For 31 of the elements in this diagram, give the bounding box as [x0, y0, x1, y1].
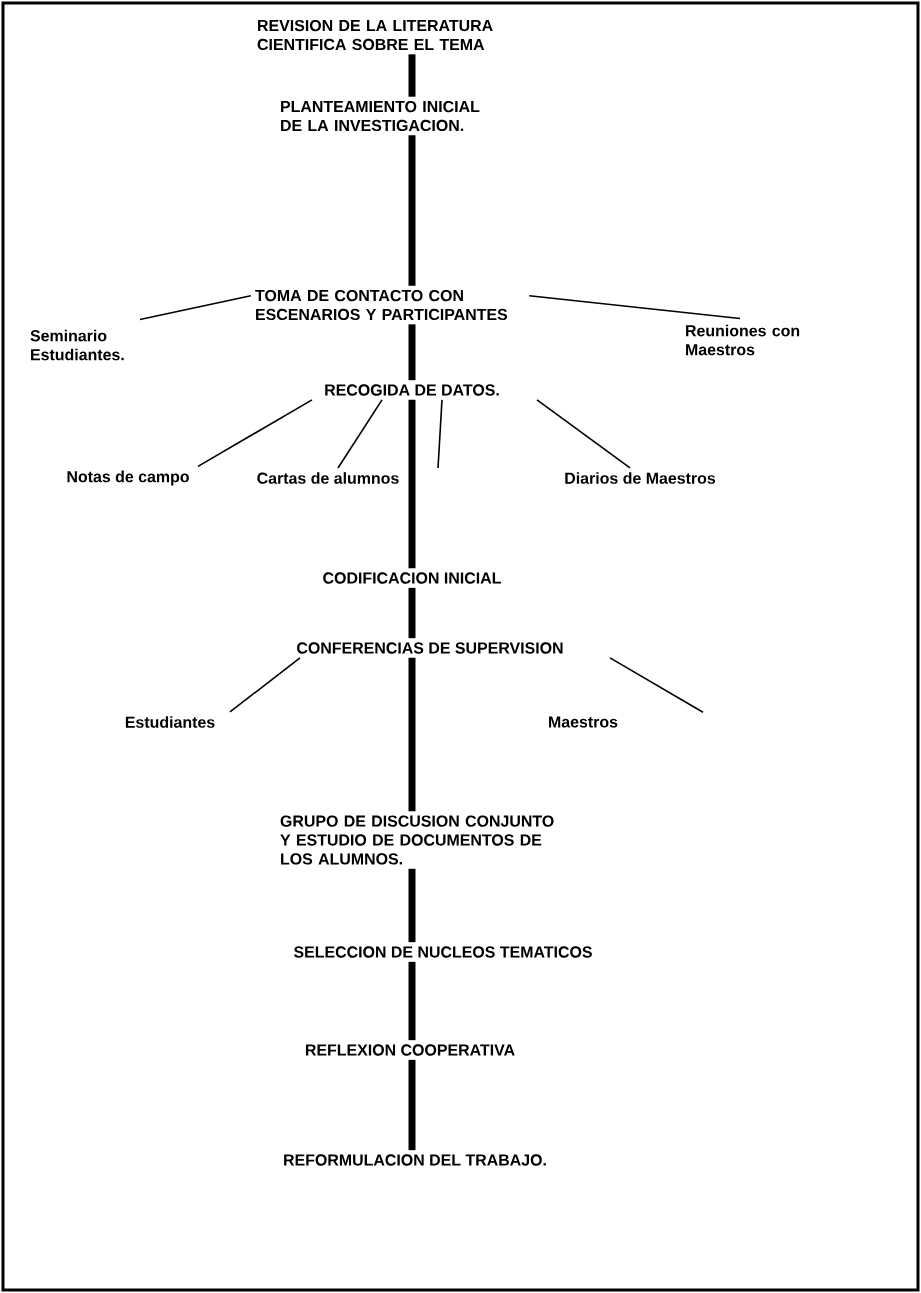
- step-label: CODIFICACION INICIAL: [323, 572, 501, 584]
- connector-line: [139, 294, 252, 321]
- branch-label: Cartas de alumnos: [257, 472, 399, 484]
- branch-label: Notas de campo: [67, 470, 189, 486]
- connector-line: [437, 399, 443, 469]
- connector-line: [337, 399, 383, 469]
- step-label: TOMA DE CONTACTO CON ESCENARIOS Y PARTICIPANTES: [255, 289, 508, 321]
- step-label: PLANTEAMIENTO INICIAL DE LA INVESTIGACION.: [281, 100, 480, 132]
- connector-bar: [408, 961, 416, 1041]
- step-label: REFORMULACION DEL TRABAJO.: [284, 1154, 546, 1166]
- step-label: REFLEXION COOPERATIVA: [305, 1044, 515, 1056]
- connector-bar: [408, 587, 416, 639]
- step-label: GRUPO DE DISCUSION CONJUNTO Y ESTUDIO DE DOCUMENTOS DE LOS ALUMNOS.: [280, 815, 554, 865]
- branch-label: Reuniones con Maestros: [686, 324, 800, 356]
- branch-label: Seminario Estudiantes.: [30, 329, 124, 361]
- connector-line: [229, 657, 301, 713]
- branch-label: Maestros: [549, 716, 618, 728]
- connector-line: [197, 399, 313, 468]
- connector-bar: [408, 1059, 416, 1151]
- connector-bar: [408, 657, 416, 812]
- connector-line: [609, 657, 704, 714]
- step-label: REVISION DE LA LITERATURA CIENTIFICA SOBRE EL TEMA: [257, 19, 493, 51]
- connector-bar: [408, 868, 416, 943]
- connector-bar: [408, 399, 416, 569]
- connector-line: [536, 399, 631, 469]
- step-label: SELECCION DE NUCLEOS TEMATICOS: [293, 946, 592, 958]
- branch-label: Estudiantes: [125, 716, 215, 728]
- branch-label: Diarios de Maestros: [565, 472, 716, 484]
- connector-line: [528, 294, 741, 320]
- step-label: CONFERENCIAS DE SUPERVISION: [297, 642, 563, 654]
- step-label: RECOGIDA DE DATOS.: [325, 384, 499, 396]
